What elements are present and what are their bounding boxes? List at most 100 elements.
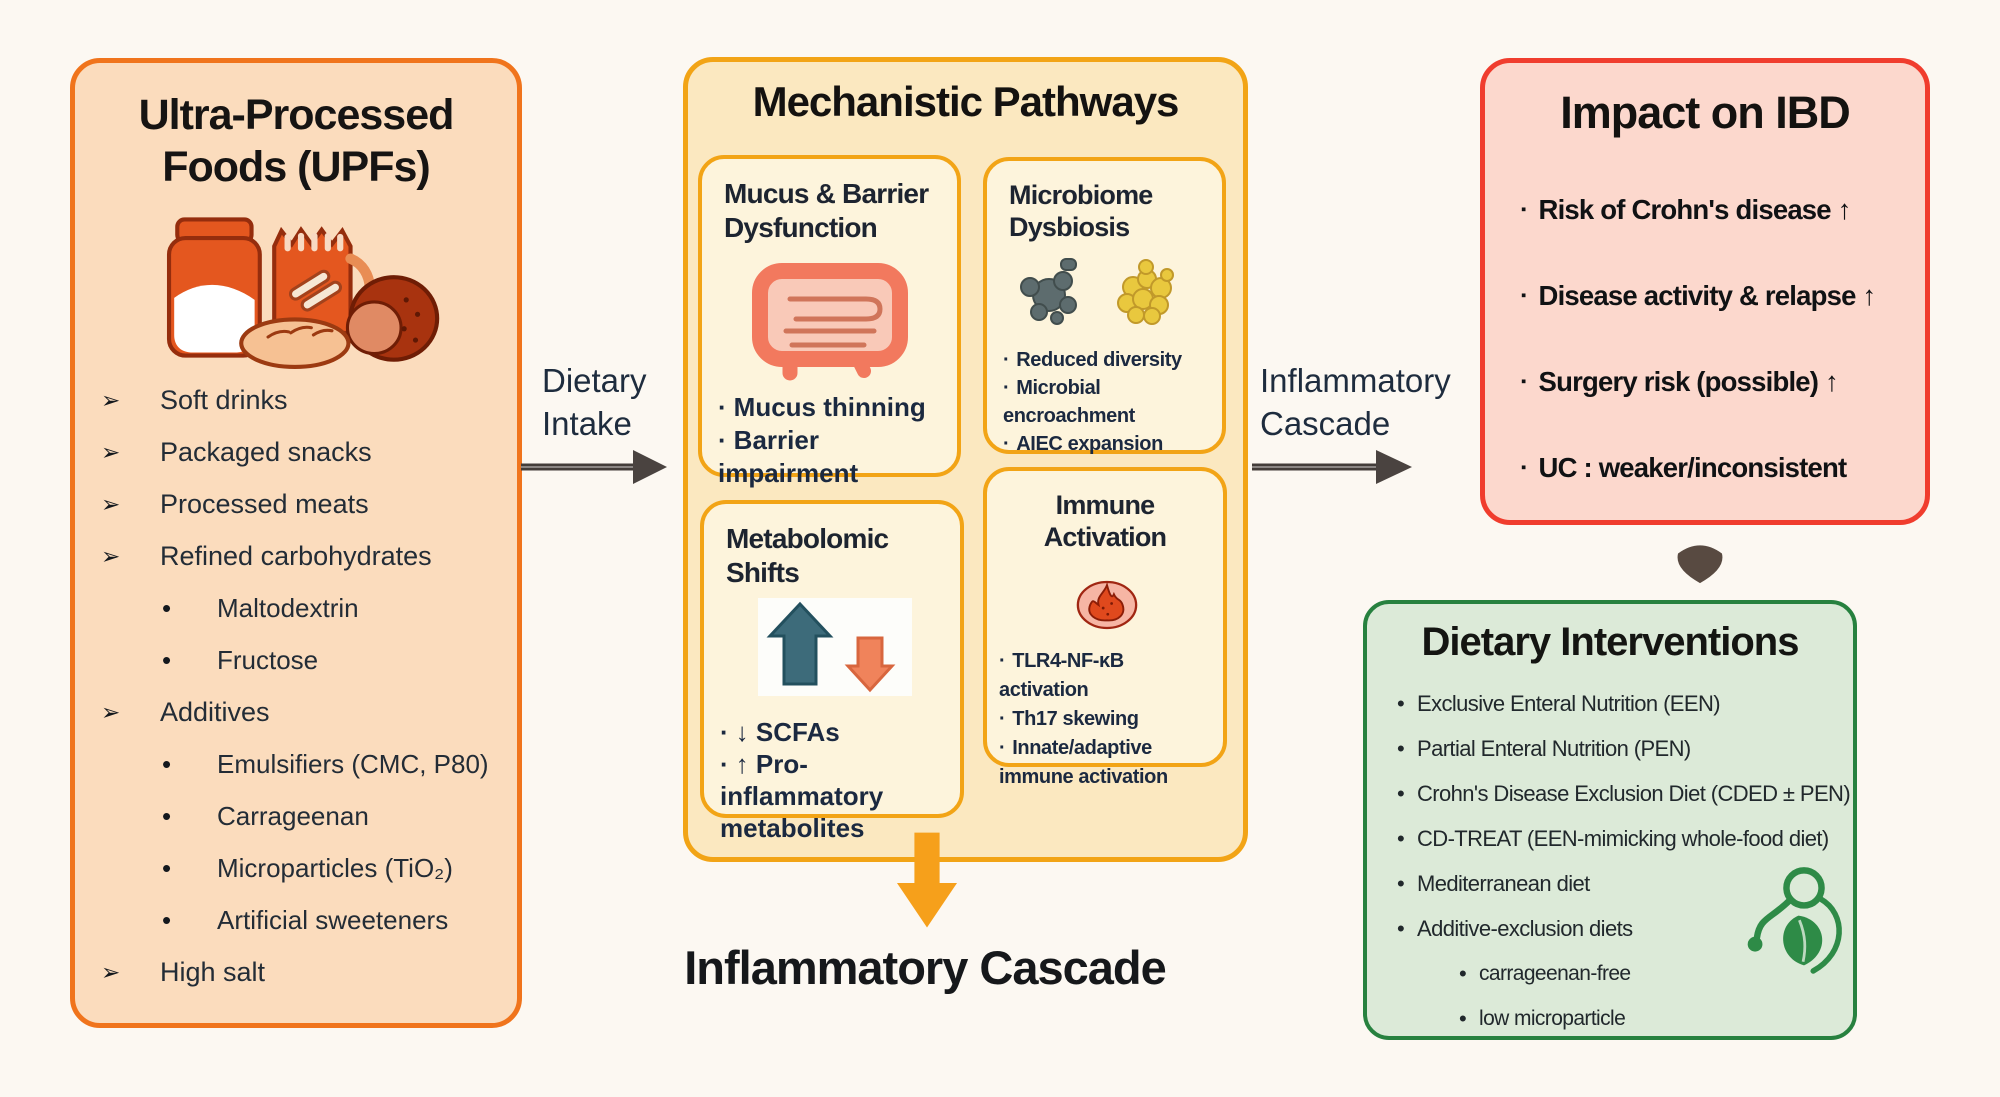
dot-bullet-icon: • <box>162 749 172 779</box>
mucus-box-points: ·Mucus thinning ·Barrier impairment <box>718 391 947 490</box>
point: ·Mucus thinning <box>718 391 947 424</box>
right-arrow-icon <box>1252 450 1412 484</box>
dot-icon: · <box>718 425 727 455</box>
dot-icon: · <box>718 392 727 422</box>
arrow-bullet-icon: ➢ <box>101 439 121 465</box>
intervention-item: •Exclusive Enteral Nutrition (EEN) <box>1397 689 1853 718</box>
point: ·Microbial encroachment <box>1003 374 1212 430</box>
metabolomic-box-title: Metabolomic Shifts <box>726 523 889 588</box>
point: ·Th17 skewing <box>999 705 1213 734</box>
intervention-item: • Crohn's Disease Exclusion Diet (CDED ± … <box>1397 779 1853 808</box>
point-label: ↑ Pro-inflammatory metabolites <box>720 749 884 843</box>
upf-foods-illustration-icon <box>166 217 440 369</box>
inflammatory-cascade-arrow-label: Inflammatory Cascade <box>1260 362 1451 442</box>
list-item-label: High salt <box>160 957 266 987</box>
list-item: ➢Packaged snacks <box>75 438 517 467</box>
stethoscope-leaf-icon <box>1747 867 1842 974</box>
list-item: ➢ Processed meats <box>75 490 517 519</box>
impact-item-label: Surgery risk (possible) ↑ <box>1538 366 1839 397</box>
interventions-panel-title: Dietary Interventions <box>1421 620 1800 664</box>
point-label: Innate/adaptive immune activation <box>999 737 1168 788</box>
metabolomic-box: Metabolomic Shifts ·↓ SCFAs ·↑ Pro-infla… <box>700 500 964 843</box>
dot-bullet-icon: • <box>1397 781 1405 806</box>
point: ·TLR4-NF-κB activation <box>999 647 1213 705</box>
impact-item: ▪ UC : weaker/inconsistent <box>1521 451 1875 485</box>
square-bullet-icon: ▪ <box>1521 287 1526 304</box>
immune-box-title: Immune Activation <box>1043 490 1167 553</box>
list-item-label: Processed meats <box>160 489 369 519</box>
intervention-label: Additive-exclusion diets <box>1417 916 1633 941</box>
intervention-label: carrageenan-free <box>1479 962 1631 985</box>
list-item: •Microparticles (TiO₂) <box>75 854 517 883</box>
microbiome-box-title: Microbiome Dysbiosis <box>1009 180 1153 243</box>
point: ·Innate/adaptive immune activation <box>999 734 1213 792</box>
list-item-label: Microparticles (TiO₂) <box>217 853 453 883</box>
point: ·↑ Pro-inflammatory metabolites <box>720 748 950 844</box>
intervention-item: •CD-TREAT (EEN-mimicking whole-food diet… <box>1397 824 1853 853</box>
interventions-list: •Exclusive Enteral Nutrition (EEN) • Part… <box>1367 689 1853 1033</box>
mechanistic-title: Mechanistic Pathways <box>752 78 1180 125</box>
immune-box-points: ·TLR4-NF-κB activation ·Th17 skewing ·In… <box>999 647 1213 792</box>
dot-bullet-icon: • <box>1459 961 1467 986</box>
impact-item-label: Risk of Crohn's disease ↑ <box>1538 194 1852 225</box>
arrow-bullet-icon: ➢ <box>101 699 121 725</box>
intervention-label: Mediterranean diet <box>1417 871 1590 896</box>
impact-panel-title: Impact on IBD <box>1560 87 1851 138</box>
dot-bullet-icon: • <box>1459 1006 1467 1031</box>
interventions-panel: Dietary Interventions •Exclusive Enteral… <box>1363 600 1857 1040</box>
intervention-item: • Partial Enteral Nutrition (PEN) <box>1397 734 1853 763</box>
mucus-box-title: Mucus & Barrier Dysfunction <box>724 178 929 243</box>
upf-panel: Ultra-Processed Foods (UPFs) <box>70 58 522 1028</box>
arrow-bullet-icon: ➢ <box>101 387 121 413</box>
impact-item-label: Disease activity & relapse ↑ <box>1538 280 1877 311</box>
shift-arrows-icon <box>758 598 912 696</box>
dot-bullet-icon: • <box>1397 736 1405 761</box>
dietary-intake-label: Dietary Intake <box>542 362 647 442</box>
intestine-icon <box>752 263 908 381</box>
immune-box: Immune Activation ·TLR4-NF-κB activation… <box>983 467 1227 788</box>
dot-bullet-icon: • <box>162 645 172 675</box>
intervention-label: CD-TREAT (EEN-mimicking whole-food diet) <box>1417 826 1829 851</box>
list-item: •Emulsifiers (CMC, P80) <box>75 750 517 779</box>
mucus-barrier-box: Mucus & Barrier Dysfunction ·Mucus thinn… <box>698 155 961 488</box>
list-item-label: Carrageenan <box>217 801 369 831</box>
upf-list: ➢Soft drinks ➢Packaged snacks ➢ Processed… <box>75 386 517 987</box>
impact-item: ▪Risk of Crohn's disease ↑ <box>1521 193 1875 227</box>
intervention-sub-item: • carrageenan-free <box>1397 959 1853 988</box>
intervention-label: low microparticle <box>1479 1007 1626 1030</box>
list-item: ➢Refined carbohydrates <box>75 542 517 571</box>
intervention-label: Partial Enteral Nutrition (PEN) <box>1417 736 1691 761</box>
point-label: Barrier impairment <box>718 425 859 488</box>
list-item-label: Artificial sweeteners <box>217 905 449 935</box>
dot-icon: · <box>1003 377 1010 399</box>
right-arrow-icon <box>521 450 667 484</box>
dot-icon: · <box>1003 433 1010 455</box>
dot-icon: · <box>720 749 729 779</box>
intervention-label: Crohn's Disease Exclusion Diet (CDED ± P… <box>1417 781 1851 806</box>
dot-bullet-icon: • <box>1397 871 1405 896</box>
dot-icon: · <box>999 737 1006 759</box>
intervention-item: • Mediterranean diet <box>1397 869 1853 898</box>
square-bullet-icon: ▪ <box>1521 373 1526 390</box>
list-item: ➢Soft drinks <box>75 386 517 415</box>
list-item-label: Additives <box>160 697 270 727</box>
impact-item: ▪ Disease activity & relapse ↑ <box>1521 279 1877 313</box>
arrow-bullet-icon: ➢ <box>101 959 121 985</box>
impact-list: ▪Risk of Crohn's disease ↑ ▪Disease acti… <box>1521 193 1877 485</box>
inflammatory-cascade-caption: Inflammatory Cascade <box>684 941 1167 994</box>
square-bullet-icon: ▪ <box>1521 459 1526 476</box>
microbiome-box-points: ·Reduced diversity ·Microbial encroachme… <box>1003 346 1212 458</box>
point-label: Microbial encroachment <box>1003 377 1135 427</box>
metabolomic-box-points: ·↓ SCFAs ·↑ Pro-inflammatory metabolites <box>720 716 950 844</box>
point: ·Barrier impairment <box>718 424 947 490</box>
dot-bullet-icon: • <box>162 593 172 623</box>
arrow-bullet-icon: ➢ <box>101 491 121 517</box>
point-label: Reduced diversity <box>1016 349 1182 371</box>
point-label: Mucus thinning <box>733 392 926 422</box>
dot-bullet-icon: • <box>162 905 172 935</box>
list-item: ➢ Additives <box>75 698 517 727</box>
impact-item-label: UC : weaker/inconsistent <box>1538 452 1848 483</box>
intervention-item: •Additive-exclusion diets <box>1397 914 1853 943</box>
down-pointer-icon <box>1677 545 1723 584</box>
point: ·↓ SCFAs <box>720 716 950 748</box>
